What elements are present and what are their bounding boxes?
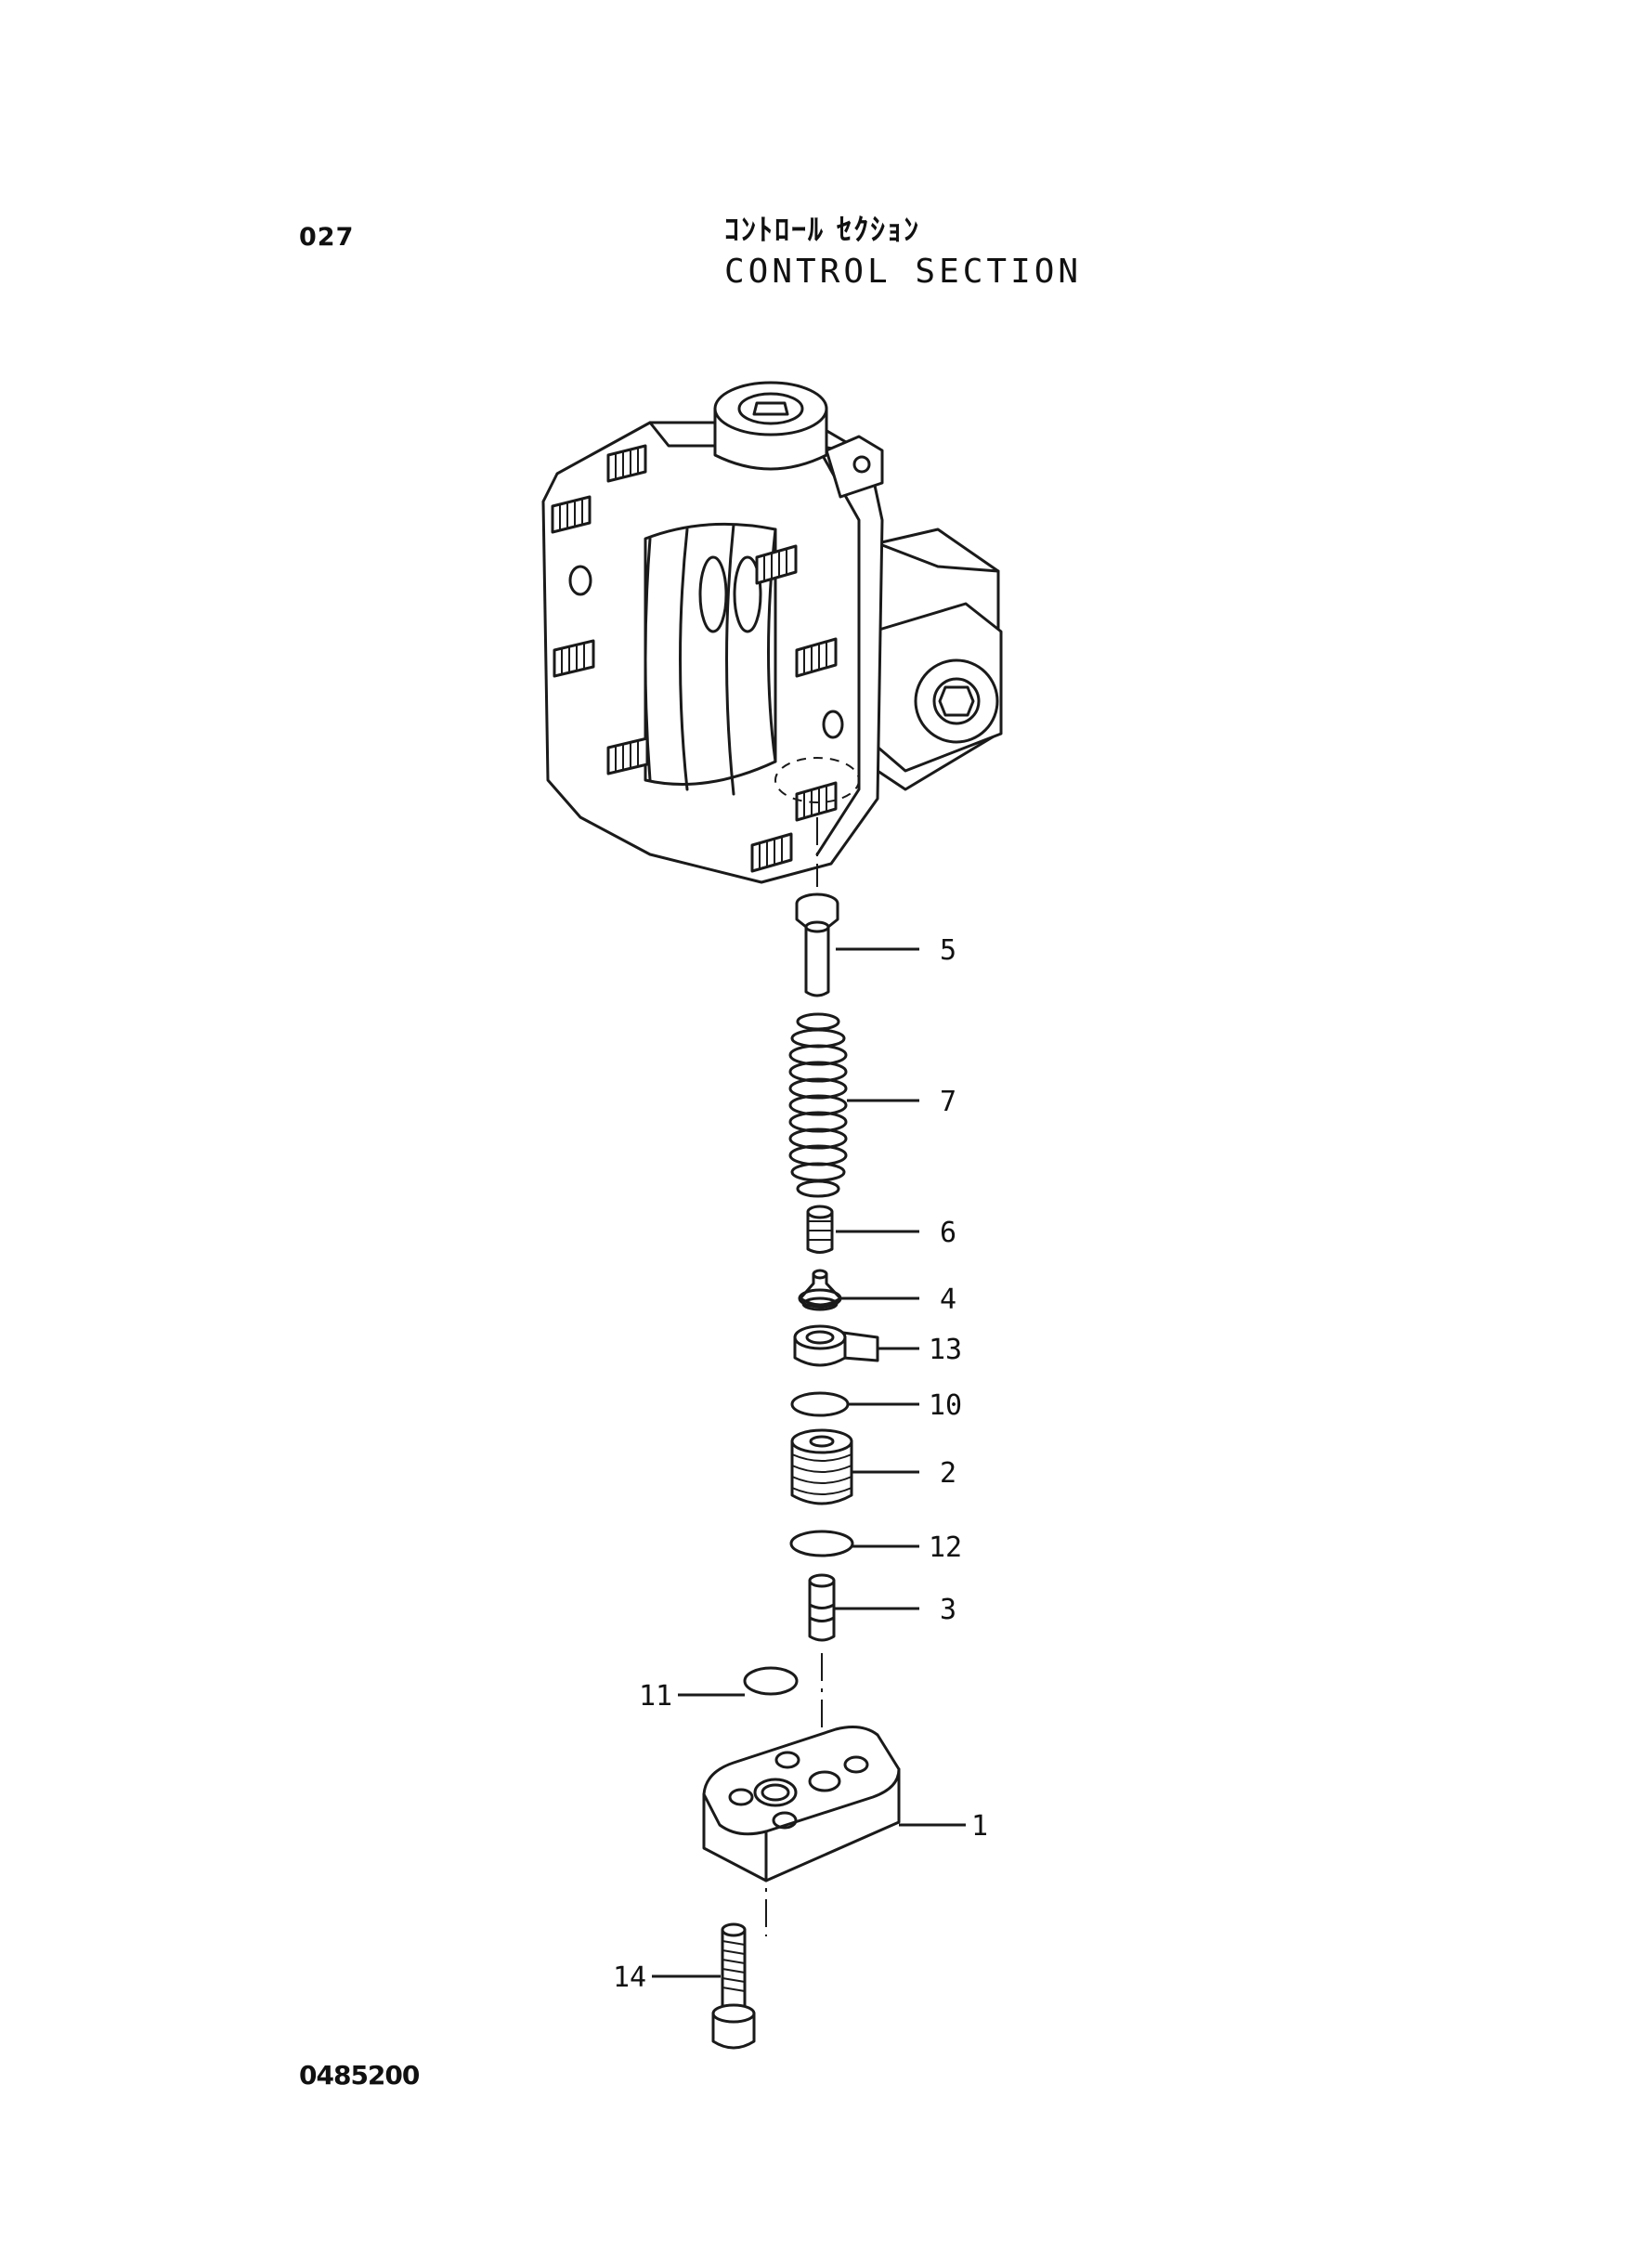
part-3-spool	[808, 1573, 836, 1642]
title-japanese: ｺﾝﾄﾛｰﾙ ｾｸｼｮﾝ	[724, 212, 921, 247]
callout-part-5: 5	[940, 934, 956, 967]
part-12-o-ring	[789, 1530, 854, 1557]
callout-part-6: 6	[940, 1217, 956, 1249]
callout-part-7: 7	[940, 1086, 956, 1118]
part-13-seat	[793, 1324, 879, 1367]
callout-part-10: 10	[929, 1389, 962, 1422]
callout-part-4: 4	[940, 1283, 956, 1316]
part-6-small-spring	[806, 1205, 834, 1254]
callout-part-1: 1	[971, 1810, 988, 1843]
callout-part-11: 11	[639, 1680, 672, 1713]
part-2-sleeve	[790, 1428, 853, 1505]
stud-bolts	[551, 444, 844, 873]
part-5-plunger	[795, 892, 839, 997]
page-number: 027	[299, 223, 355, 252]
document-number: 0485200	[299, 2060, 420, 2091]
part-11-o-ring	[743, 1666, 799, 1696]
title-english: CONTROL SECTION	[724, 253, 1083, 291]
part-4-poppet	[798, 1269, 842, 1311]
part-14-socket-bolt	[711, 1922, 756, 2050]
callout-part-13: 13	[929, 1334, 962, 1366]
callout-part-3: 3	[940, 1594, 956, 1626]
part-7-spring	[788, 1012, 848, 1198]
callout-part-2: 2	[940, 1457, 956, 1490]
callout-labels: 5 7 6 4 13 10 2 12 3 11 1 14	[613, 934, 988, 1994]
callout-part-12: 12	[929, 1531, 962, 1564]
part-10-o-ring	[790, 1391, 850, 1417]
part-1-cover-plate	[702, 1726, 901, 1883]
callout-part-14: 14	[613, 1961, 646, 1994]
leader-lines	[652, 947, 966, 1978]
control-housing	[541, 381, 1003, 884]
